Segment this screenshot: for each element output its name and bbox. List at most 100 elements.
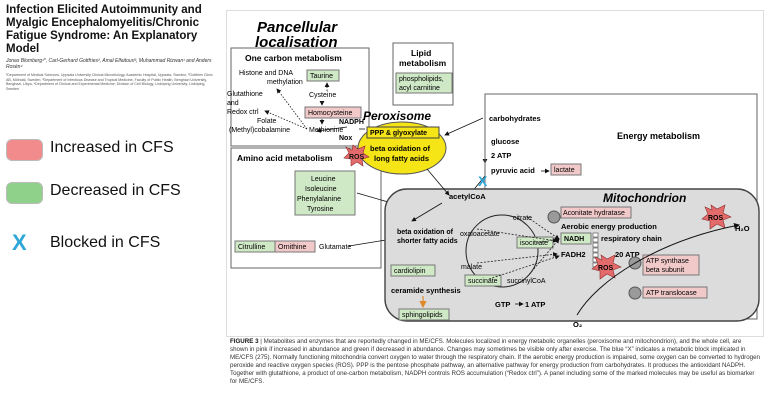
sphingolipids-label: sphingolipids xyxy=(402,312,443,319)
cardiolipin-box xyxy=(390,264,436,277)
glutamate-label: Glutamate xyxy=(319,244,351,251)
atp-synthase-label-1: ATP synthase xyxy=(646,258,689,265)
beta-ox-short-label-2: shorter fatty acids xyxy=(397,238,458,245)
branched-amino-acids-box xyxy=(294,170,356,216)
succinate-box xyxy=(464,274,502,287)
paper-affiliations: ¹Department of Medical Sciences, Uppsala… xyxy=(6,73,213,91)
citrulline-label: Citrulline xyxy=(238,244,265,251)
folate-label-1: Folate xyxy=(257,118,277,125)
atp1-label: 1 ATP xyxy=(525,300,545,309)
methionine-label: Methionine xyxy=(309,127,343,134)
krebs-cycle xyxy=(465,214,539,288)
caption-text: | Metabolites and enzymes that are repor… xyxy=(230,338,760,386)
taurine-label: Taurine xyxy=(310,73,333,80)
nox-label: Nox xyxy=(339,135,352,142)
caption-lead: FIGURE 3 xyxy=(230,338,259,345)
atp2-label: 2 ATP xyxy=(491,151,511,160)
lipid-heading-2: metabolism xyxy=(399,58,447,68)
sphingolipids-box xyxy=(398,308,450,321)
ornithine-box xyxy=(274,240,316,253)
atp20-label: 20 ATP xyxy=(615,250,640,259)
localisation-heading: localisation xyxy=(255,34,338,51)
ros-label-nox: ROS xyxy=(349,154,365,161)
one-carbon-box xyxy=(230,47,370,147)
tyrosine-label: Tyrosine xyxy=(307,206,334,213)
ppp-box xyxy=(366,126,440,139)
legend-decreased-swatch xyxy=(6,182,43,204)
amino-acid-box xyxy=(230,147,382,269)
ros-burst-nox xyxy=(343,144,370,167)
lipid-heading-1: Lipid xyxy=(411,48,431,58)
aconitate-enzyme-icon xyxy=(547,210,561,224)
peroxisome-heading: Peroxisome xyxy=(363,109,431,123)
metabolism-diagram: Pancellular localisation One carbon meta… xyxy=(227,19,760,329)
homocysteine-box xyxy=(304,106,362,119)
aconitate-label: Aconitate hydratase xyxy=(563,210,625,217)
figure-panel: Pancellular localisation One carbon meta… xyxy=(226,10,764,337)
aerobic-label: Aerobic energy production xyxy=(561,222,657,231)
glutathione-label-3: Redox ctrl xyxy=(227,109,259,116)
histone-label-2: methylation xyxy=(267,79,303,86)
oxaloacetate-label: oxaloacetate xyxy=(460,231,500,238)
mitochondrion-heading: Mitochondrion xyxy=(603,191,686,205)
ceramide-label: ceramide synthesis xyxy=(391,286,461,295)
paper-authors: Jonas Blomberg¹*, Carl-Gerhard Gottfries… xyxy=(6,58,212,70)
atp-synthase-label-2: beta subunit xyxy=(646,267,684,274)
phospholipids-label-1: phospholipids, xyxy=(399,76,444,83)
amino-acid-heading: Amino acid metabolism xyxy=(237,153,333,163)
isoleucine-label: Isoleucine xyxy=(305,186,337,193)
atp-synthase-box xyxy=(642,254,700,276)
pancellular-heading: Pancellular xyxy=(257,19,338,36)
beta-ox-long-label-1: beta oxidation of xyxy=(370,144,431,153)
acetylcoa-label: acetylCoA xyxy=(449,192,486,201)
one-carbon-heading: One carbon metabolism xyxy=(245,53,342,63)
homocysteine-label: Homocysteine xyxy=(308,110,352,117)
citrate-label: citrate xyxy=(513,215,532,222)
o2-label: O₂ xyxy=(573,320,582,329)
legend-blocked-x-icon: X xyxy=(12,230,27,255)
beta-ox-long-label-2: long fatty acids xyxy=(374,154,429,163)
leucine-label: Leucine xyxy=(311,176,336,183)
atp-translocase-icon xyxy=(628,286,642,300)
energy-heading: Energy metabolism xyxy=(617,131,700,141)
histone-label-1: Histone and DNA xyxy=(239,70,293,77)
respiratory-label: respiratory chain xyxy=(601,234,662,243)
taurine-box xyxy=(306,69,340,82)
atp-translocase-box xyxy=(642,286,708,299)
ros-burst-aerobic xyxy=(701,204,732,230)
phenylalanine-label: Phenylalanine xyxy=(297,196,341,203)
ppp-label: PPP & glyoxylate xyxy=(370,130,427,137)
phospholipids-box xyxy=(395,72,453,94)
nadph-label: NADPH xyxy=(339,119,364,126)
lactate-label: lactate xyxy=(554,167,575,174)
blocked-x-icon: X xyxy=(478,173,488,189)
succinylcoa-label: succinylCoA xyxy=(507,278,546,285)
gtp-label: GTP xyxy=(495,300,510,309)
lactate-box xyxy=(550,163,582,176)
fadh2-label: FADH2 xyxy=(561,250,586,259)
glutathione-label-2: and xyxy=(227,100,239,107)
legend-decreased-label: Decreased in CFS xyxy=(50,182,181,199)
carbohydrates-label: carbohydrates xyxy=(489,114,541,123)
h2o-label: H₂O xyxy=(735,224,750,233)
cysteine-label: Cysteine xyxy=(309,92,336,99)
legend-increased-swatch xyxy=(6,139,43,161)
ros-label-chain: ROS xyxy=(598,265,614,272)
paper-title: Infection Elicited Autoimmunity and Myal… xyxy=(6,4,202,55)
lipid-box xyxy=(392,42,454,106)
malate-label: malate xyxy=(461,264,482,271)
respiratory-chain-stack xyxy=(592,232,599,268)
cardiolipin-label: cardiolipin xyxy=(394,268,426,275)
legend-increased-label: Increased in CFS xyxy=(50,139,174,156)
beta-ox-short-label-1: beta oxidation of xyxy=(397,229,454,236)
glutathione-label-1: Glutathione xyxy=(227,91,263,98)
figure-caption: FIGURE 3 | Metabolites and enzymes that … xyxy=(230,338,760,387)
folate-label-2: (Methyl)cobalamine xyxy=(229,127,290,134)
ros-label-aerobic: ROS xyxy=(708,215,724,222)
pyruvic-label: pyruvic acid xyxy=(491,166,535,175)
ros-burst-chain xyxy=(591,254,622,280)
nadh-label: NADH xyxy=(564,236,584,243)
phospholipids-label-2: acyl carnitine xyxy=(399,85,440,92)
isocitrate-label: isocitrate xyxy=(520,240,548,247)
aconitate-box xyxy=(560,206,632,219)
